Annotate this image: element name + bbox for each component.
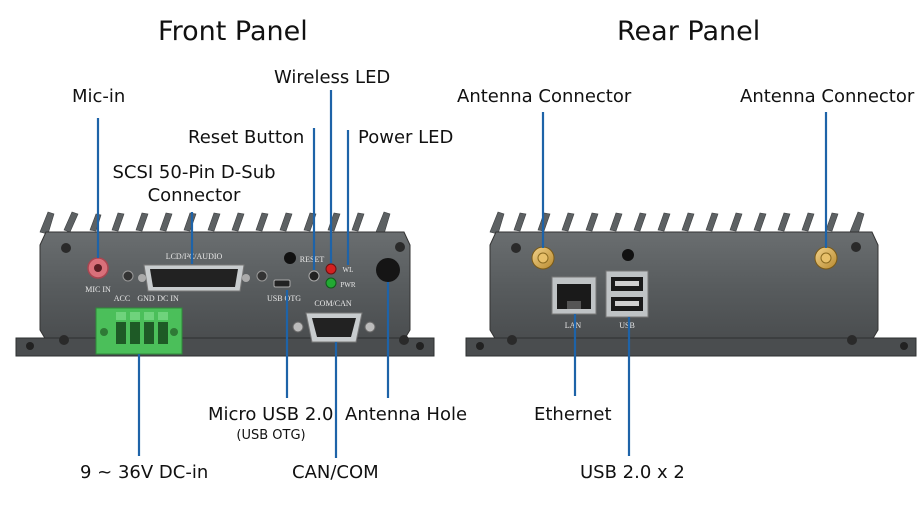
label-wireless-led: Wireless LED <box>274 67 391 88</box>
label-antenna-connector-left: Antenna Connector <box>457 86 632 107</box>
front-heatsink-fins <box>39 211 391 235</box>
screw <box>61 243 71 253</box>
front-panel: MIC IN LCD/I²C/AUDIO ACC GND DC IN <box>15 211 435 357</box>
label-micro-usb: Micro USB 2.0 <box>208 404 334 425</box>
screw <box>507 335 517 345</box>
dcin-silkscreen: DC IN <box>157 294 179 303</box>
label-usb: USB 2.0 x 2 <box>580 462 685 483</box>
can-com-connector <box>292 312 376 343</box>
leader-lines <box>96 90 828 458</box>
com-can-silkscreen: COM/CAN <box>314 299 352 308</box>
reset-button <box>308 270 320 282</box>
label-dc-in: 9 ~ 36V DC-in <box>80 462 209 483</box>
label-ethernet: Ethernet <box>534 404 612 425</box>
antenna-connector-left <box>531 246 555 270</box>
usb-otg-silkscreen: USB OTG <box>267 294 301 303</box>
rear-flange <box>465 337 917 357</box>
dual-usb-port <box>605 270 649 318</box>
label-antenna-connector-right: Antenna Connector <box>740 86 915 107</box>
rear-panel: LAN USB <box>465 211 917 357</box>
label-scsi-line1: SCSI 50-Pin D-Sub <box>112 162 276 183</box>
lcd-silkscreen: LCD/I²C/AUDIO <box>166 252 223 261</box>
micro-usb-port <box>273 279 291 288</box>
antenna-connector-right <box>814 246 838 270</box>
screw <box>399 335 409 345</box>
acc-silkscreen: ACC <box>114 294 130 303</box>
label-power-led: Power LED <box>358 127 454 148</box>
screw <box>59 335 69 345</box>
ethernet-port <box>551 276 597 315</box>
screw <box>851 242 861 252</box>
mic-in-silkscreen: MIC IN <box>85 285 111 294</box>
gnd-silkscreen: GND <box>137 294 155 303</box>
label-micro-usb-sub: (USB OTG) <box>236 428 306 443</box>
label-can-com: CAN/COM <box>292 462 379 483</box>
usb-silkscreen: USB <box>619 321 635 330</box>
front-panel-title: Front Panel <box>158 16 308 47</box>
rear-heatsink-fins <box>489 211 865 235</box>
label-mic-in: Mic-in <box>72 86 126 107</box>
front-flange <box>15 337 435 357</box>
label-reset-button: Reset Button <box>188 127 305 148</box>
screw <box>395 242 405 252</box>
pwr-silkscreen: PWR <box>340 281 356 289</box>
antenna-hole <box>376 258 400 282</box>
label-antenna-hole: Antenna Hole <box>345 404 468 425</box>
label-scsi-line2: Connector <box>147 185 241 206</box>
scsi-connector <box>138 264 250 292</box>
dc-in-terminal-block <box>95 307 183 355</box>
reset-silkscreen: RESET <box>300 255 325 264</box>
wireless-led <box>325 263 337 275</box>
wl-silkscreen: WL <box>343 266 354 274</box>
power-led <box>325 277 337 289</box>
lan-silkscreen: LAN <box>565 321 582 330</box>
rear-panel-title: Rear Panel <box>617 16 761 47</box>
screw <box>847 335 857 345</box>
screw <box>511 243 521 253</box>
